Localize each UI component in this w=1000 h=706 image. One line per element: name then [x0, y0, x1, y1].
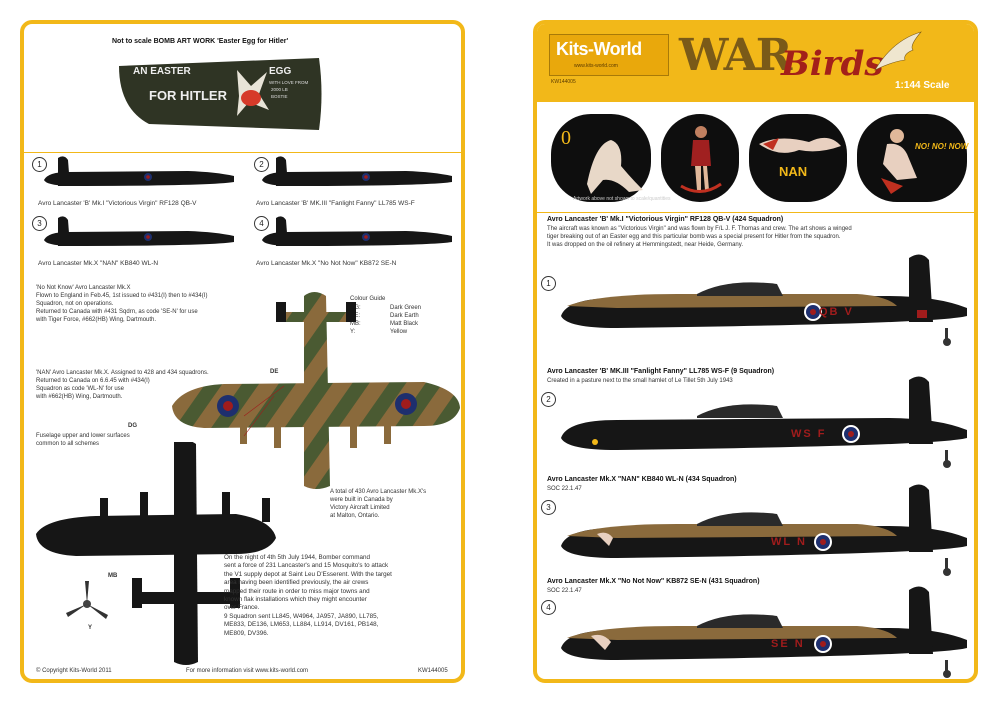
- left-decal-sheet: Not to scale BOMB ART WORK 'Easter Egg f…: [20, 20, 465, 683]
- nose-art-nan-text: NAN: [779, 164, 808, 179]
- nose-art-figure-2: [680, 126, 722, 193]
- lancaster-side-profile-2: [262, 156, 452, 186]
- bomb-art-small1: WITH LOVE FROM: [269, 80, 309, 85]
- colour-name-mb: Matt Black: [390, 321, 419, 327]
- profile-number-3: 3: [32, 216, 47, 231]
- colour-guide-title: Colour Guide: [350, 296, 386, 302]
- nose-art-nan: NAN: [749, 114, 847, 202]
- colour-name-y: Yellow: [390, 329, 408, 335]
- profile-code-2: WS F: [791, 428, 827, 440]
- lancaster-side-profile-4: [262, 216, 452, 246]
- colour-name-dg: Dark Green: [390, 305, 422, 311]
- divider: [537, 212, 974, 213]
- label-de: DE: [270, 369, 279, 375]
- profile-number-3: 3: [541, 500, 556, 515]
- right-decal-sheet: Kits-World www.kits-world.com KW144005 W…: [533, 20, 978, 683]
- bomb-art-line1: AN EASTER: [133, 66, 191, 77]
- bomb-art-title: Not to scale BOMB ART WORK 'Easter Egg f…: [112, 38, 289, 45]
- profile-code-4: SE N: [771, 638, 805, 650]
- nose-art-no-not-now: NO! NO! NOW: [857, 114, 969, 202]
- note-nan: 'NAN' Avro Lancaster Mk.X. Assigned to 4…: [36, 370, 209, 400]
- profile-number-4: 4: [254, 216, 269, 231]
- fuselage-note: Fuselage upper and lower surfaces common…: [36, 433, 130, 447]
- nose-art-victorious-virgin: 0: [551, 114, 651, 202]
- profile-desc-2: Created in a pasture next to the small h…: [547, 378, 733, 384]
- bomb-art-line3: FOR HITLER: [149, 88, 227, 103]
- profile-number-2: 2: [541, 392, 556, 407]
- footer-copyright: © Copyright Kits-World 2011: [36, 668, 112, 674]
- profile-desc-1: The aircraft was known as "Victorious Vi…: [547, 226, 852, 248]
- nose-art-no-not-now-text: NO! NO! NOW: [915, 142, 969, 151]
- svg-text:0: 0: [561, 127, 571, 149]
- lancaster-top-view-camouflage: [172, 292, 460, 489]
- profile-number-1: 1: [541, 276, 556, 291]
- profile-desc-4: SOC 22.1.47: [547, 588, 582, 594]
- lancaster-underside-view: [36, 442, 276, 665]
- story-text: On the night of 4th 5th July 1944, Bombe…: [224, 554, 392, 637]
- profile-caption-3: Avro Lancaster Mk.X "NAN" KB840 WL-N: [38, 260, 159, 267]
- colour-code-mb: MB:: [350, 321, 361, 327]
- profile-number-4: 4: [541, 600, 556, 615]
- brand-website: www.kits-world.com: [574, 63, 618, 69]
- lancaster-profile-3: [561, 484, 967, 576]
- lancaster-side-profile-1: [44, 156, 234, 186]
- note-no-not-now: 'No Not Know' Avro Lancaster Mk.X Flown …: [36, 285, 208, 323]
- bomb-art-small2: 2000 LB: [271, 87, 288, 92]
- lancaster-profile-2: [561, 376, 967, 468]
- label-dg: DG: [128, 423, 137, 429]
- bomb-art-small3: BOSTIE: [271, 94, 288, 99]
- profile-caption-1: Avro Lancaster 'B' Mk.I "Victorious Virg…: [38, 200, 197, 207]
- profile-caption-2: Avro Lancaster 'B' MK.III "Fanlight Fann…: [256, 200, 415, 207]
- profile-title-3: Avro Lancaster Mk.X "NAN" KB840 WL-N (43…: [547, 476, 737, 483]
- profile-number-2: 2: [254, 157, 269, 172]
- built-note: A total of 430 Avro Lancaster Mk.X's wer…: [330, 489, 427, 519]
- product-code: KW144005: [551, 79, 576, 85]
- label-y: Y: [88, 625, 93, 631]
- profile-code-3: WL N: [771, 536, 807, 548]
- profile-title-1: Avro Lancaster 'B' Mk.I "Victorious Virg…: [547, 216, 784, 223]
- kits-world-logo: Kits-World www.kits-world.com: [549, 34, 669, 76]
- propeller-icon: [66, 581, 108, 619]
- label-mb: MB: [108, 573, 118, 579]
- profile-code-1: QB V: [819, 306, 854, 318]
- nose-art-note: Artwork above not shown to scale/quantit…: [573, 196, 671, 202]
- lancaster-profile-4: [561, 586, 967, 678]
- bomb-art-line2: EGG: [269, 66, 292, 77]
- war-logo: WAR: [679, 30, 792, 81]
- divider: [24, 152, 461, 153]
- colour-code-y: Y:: [350, 329, 356, 335]
- nose-art-figure-3: [759, 137, 841, 153]
- nose-art-fanlight-fanny: [661, 114, 739, 202]
- lancaster-profile-1: [561, 254, 967, 346]
- birds-logo: Birds: [781, 44, 884, 84]
- bomb-art-panel: AN EASTER EGG FOR HITLER WITH LOVE FROM …: [119, 58, 324, 130]
- wing-icon: [874, 31, 922, 71]
- profile-title-4: Avro Lancaster Mk.X "No Not Now" KB872 S…: [547, 578, 760, 585]
- nose-art-figure-1: 0: [561, 127, 643, 194]
- lancaster-side-profile-3: [44, 216, 234, 246]
- bomb-art-shape: [119, 58, 322, 130]
- profile-title-2: Avro Lancaster 'B' MK.III "Fanlight Fann…: [547, 368, 775, 375]
- profile-number-1: 1: [32, 157, 47, 172]
- brand-name: Kits-World: [556, 39, 642, 59]
- footer-code: KW144005: [418, 668, 448, 674]
- profile-caption-4: Avro Lancaster Mk.X "No Not Now" KB872 S…: [256, 260, 397, 267]
- footer-info: For more information visit www.kits-worl…: [186, 668, 309, 674]
- colour-name-de: Dark Earth: [390, 313, 419, 319]
- profile-desc-3: SOC 22.1.47: [547, 486, 582, 492]
- scale-label: 1:144 Scale: [895, 80, 950, 91]
- nose-art-figure-4: [881, 129, 917, 194]
